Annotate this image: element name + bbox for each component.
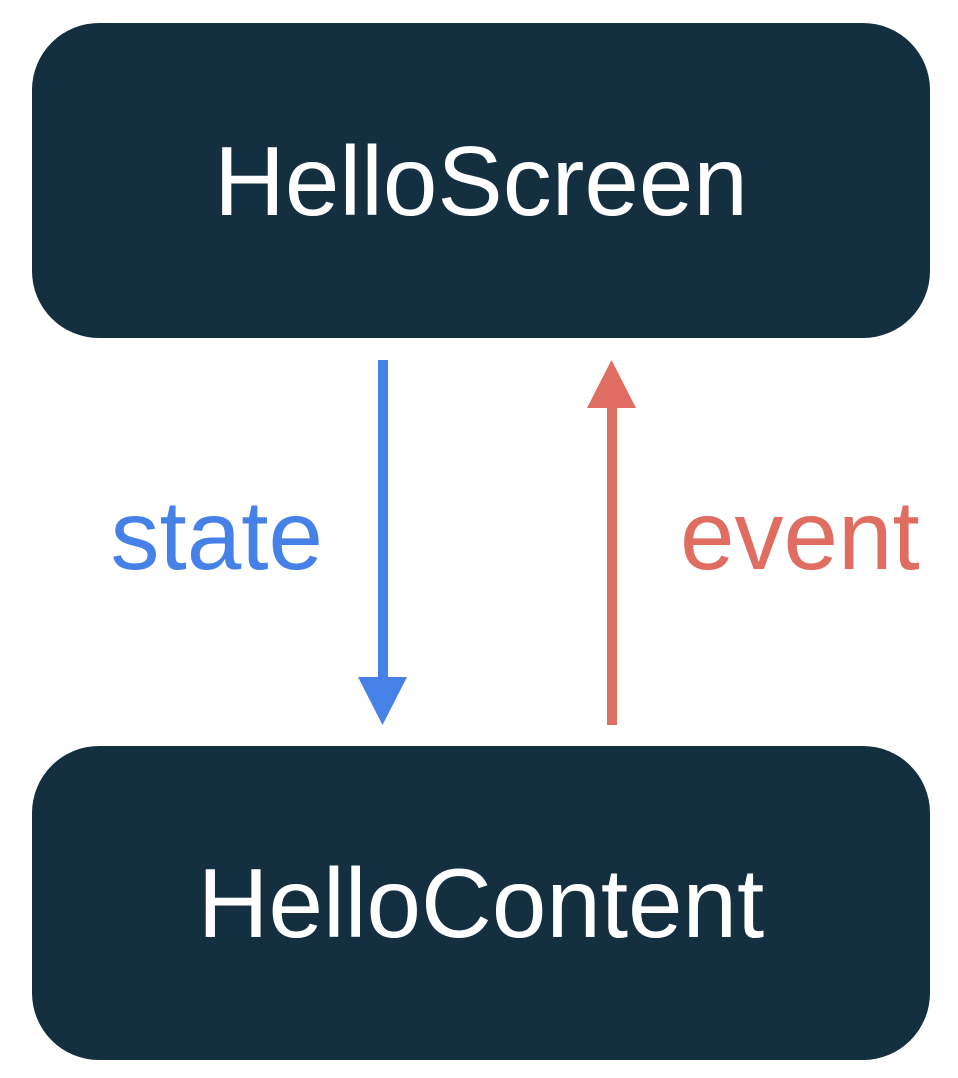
- state-arrow: [358, 360, 407, 725]
- node-hello-screen-label: HelloScreen: [214, 125, 748, 236]
- event-arrow: [587, 360, 636, 725]
- state-arrowhead-icon: [358, 677, 407, 725]
- event-arrowhead-icon: [587, 360, 636, 408]
- state-edge-label: state: [110, 480, 323, 590]
- node-hello-content-label: HelloContent: [197, 848, 765, 958]
- event-edge-label: event: [680, 480, 920, 590]
- node-hello-content: HelloContent: [32, 746, 930, 1060]
- node-hello-screen: HelloScreen: [32, 23, 930, 338]
